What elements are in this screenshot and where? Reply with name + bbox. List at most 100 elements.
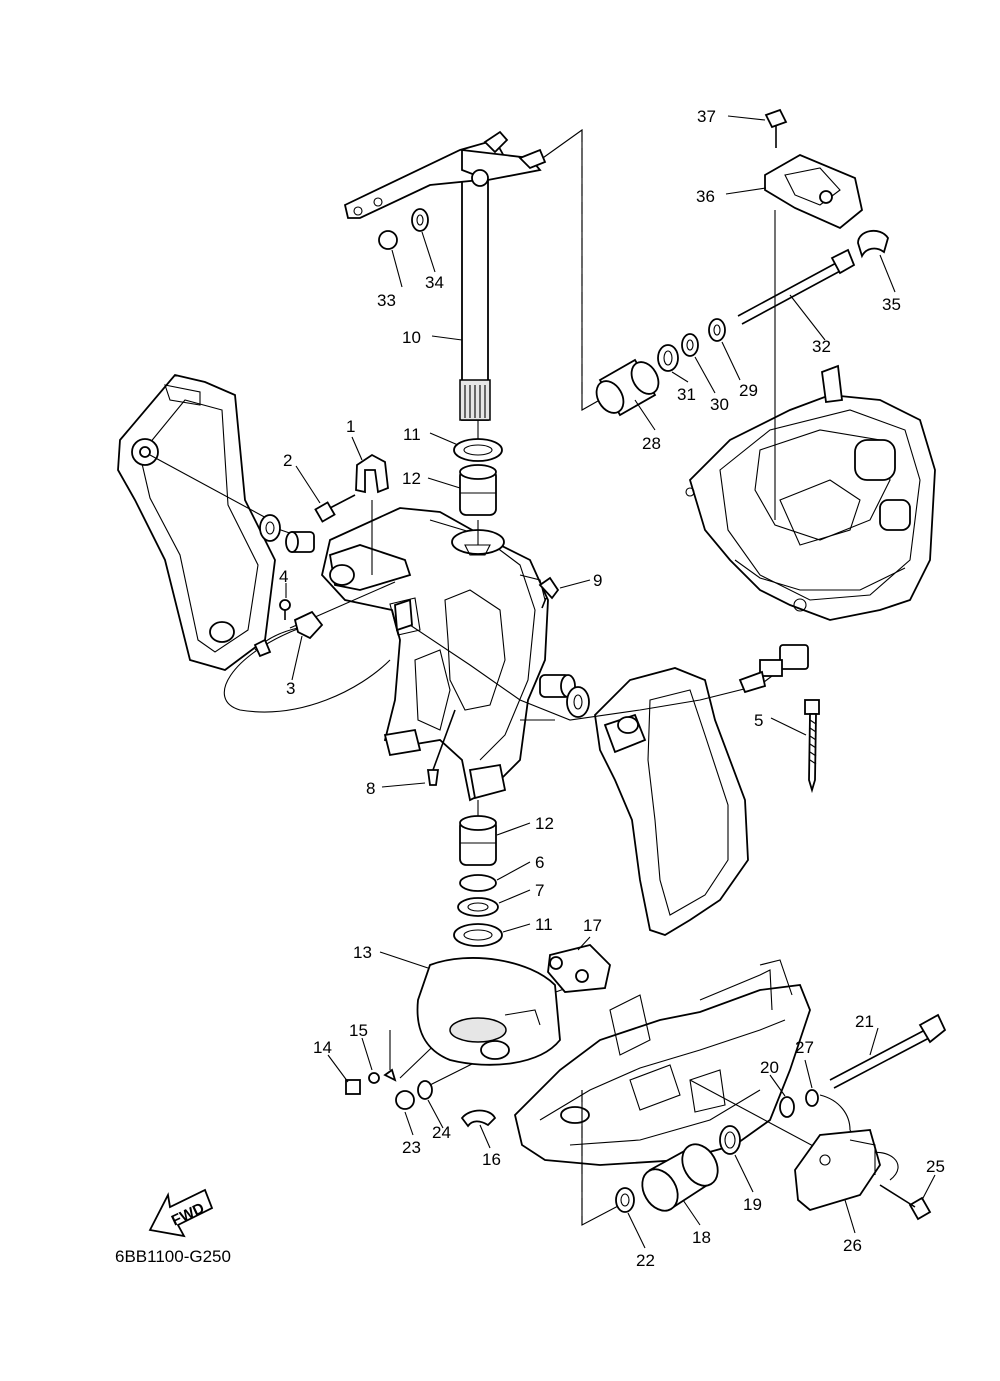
washer-part	[463, 929, 493, 941]
washer-part	[713, 324, 721, 336]
fwd-arrow-icon: FWD	[148, 1188, 214, 1238]
mount-bracket-part	[794, 1129, 881, 1212]
washer-part	[620, 1193, 630, 1207]
washer-part	[411, 208, 429, 232]
ring-part	[657, 344, 679, 372]
callout-37: 37	[697, 107, 716, 126]
washer-part	[463, 444, 493, 456]
washer-part	[615, 1187, 635, 1213]
callout-12-upper: 12	[402, 469, 421, 488]
callout-34: 34	[425, 273, 444, 292]
washer-part	[467, 902, 489, 912]
callout-27: 27	[795, 1038, 814, 1057]
washer-part	[805, 1089, 819, 1107]
callout-leaders	[285, 115, 936, 1249]
callout-23: 23	[402, 1138, 421, 1157]
grounding-lead-part	[253, 610, 324, 658]
callout-9: 9	[593, 571, 602, 590]
screw-part	[279, 599, 291, 620]
rubber-block-part	[547, 944, 611, 993]
connector-part	[738, 644, 809, 694]
callout-28: 28	[642, 434, 661, 453]
callout-16: 16	[482, 1150, 501, 1169]
washer-part	[453, 923, 503, 947]
washer-part	[708, 318, 726, 342]
washer-part	[259, 514, 281, 542]
washer-part	[681, 333, 699, 357]
callout-11-lower: 11	[535, 915, 553, 934]
washer-part	[573, 694, 583, 710]
bolt-part	[314, 494, 356, 523]
rubber-bushing-part	[459, 815, 497, 866]
grommet-part	[394, 598, 413, 632]
callout-22: 22	[636, 1251, 655, 1270]
washer-part	[417, 1080, 433, 1100]
rubber-bushing-part	[459, 464, 497, 516]
collar-part	[857, 229, 889, 259]
bolt-part	[737, 248, 856, 325]
callout-7: 7	[535, 881, 544, 900]
wire-clip-part	[538, 576, 560, 609]
callout-12-lower: 12	[535, 814, 554, 833]
callout-1: 1	[346, 417, 355, 436]
o-ring-part	[459, 874, 497, 892]
washer-part	[265, 521, 275, 535]
callout-31: 31	[677, 385, 696, 404]
washer-part	[779, 1096, 795, 1118]
callout-5: 5	[754, 711, 763, 730]
bushing-part	[641, 1143, 719, 1212]
callout-3: 3	[286, 679, 295, 698]
bushing-part	[595, 358, 660, 417]
callout-30: 30	[710, 395, 729, 414]
ring-part	[724, 1131, 736, 1149]
callout-24: 24	[432, 1123, 451, 1142]
washer-part	[453, 438, 503, 462]
callout-17: 17	[583, 916, 602, 935]
bolt-part	[829, 1013, 947, 1089]
callout-13: 13	[353, 943, 372, 962]
callout-32: 32	[812, 337, 831, 356]
callout-18: 18	[692, 1228, 711, 1247]
callout-11-upper: 11	[403, 425, 421, 444]
screw-part	[426, 709, 456, 786]
washer-part	[566, 686, 590, 718]
callout-15: 15	[349, 1021, 368, 1040]
callout-33: 33	[377, 291, 396, 310]
callout-labels: 1 2 3 4 5 6 7 8 9 10 11 11 12 12 13 14 1…	[279, 107, 945, 1270]
callout-20: 20	[760, 1058, 779, 1077]
bushing-part	[539, 674, 576, 698]
callout-26: 26	[843, 1236, 862, 1255]
bolt-part	[764, 108, 788, 148]
callout-4: 4	[279, 567, 288, 586]
callout-2: 2	[283, 451, 292, 470]
washer-part	[686, 339, 694, 351]
callout-35: 35	[882, 295, 901, 314]
ring-part	[719, 1125, 741, 1155]
lower-mount-housing	[416, 957, 561, 1066]
steering-shaft	[343, 130, 547, 421]
nut-part	[395, 1090, 415, 1110]
cable-tie-part	[804, 699, 820, 794]
nut-part	[378, 230, 398, 250]
callout-25: 25	[926, 1157, 945, 1176]
callout-14: 14	[313, 1038, 332, 1057]
clip-part	[355, 453, 389, 494]
callout-8: 8	[366, 779, 375, 798]
right-clamp-bracket	[594, 667, 749, 936]
ring-part	[663, 350, 673, 366]
bolt-part	[879, 1184, 932, 1221]
upper-casing	[685, 364, 936, 621]
callout-36: 36	[696, 187, 715, 206]
swivel-bracket	[321, 507, 549, 802]
callout-10: 10	[402, 328, 421, 347]
bushing-part	[285, 531, 315, 553]
bolt-part	[345, 1030, 397, 1095]
washer-part	[457, 897, 499, 917]
clip-part	[460, 1109, 497, 1128]
washer-part	[416, 214, 424, 226]
callout-6: 6	[535, 853, 544, 872]
left-clamp-bracket	[117, 373, 276, 671]
callout-29: 29	[739, 381, 758, 400]
holder-part	[764, 153, 863, 230]
